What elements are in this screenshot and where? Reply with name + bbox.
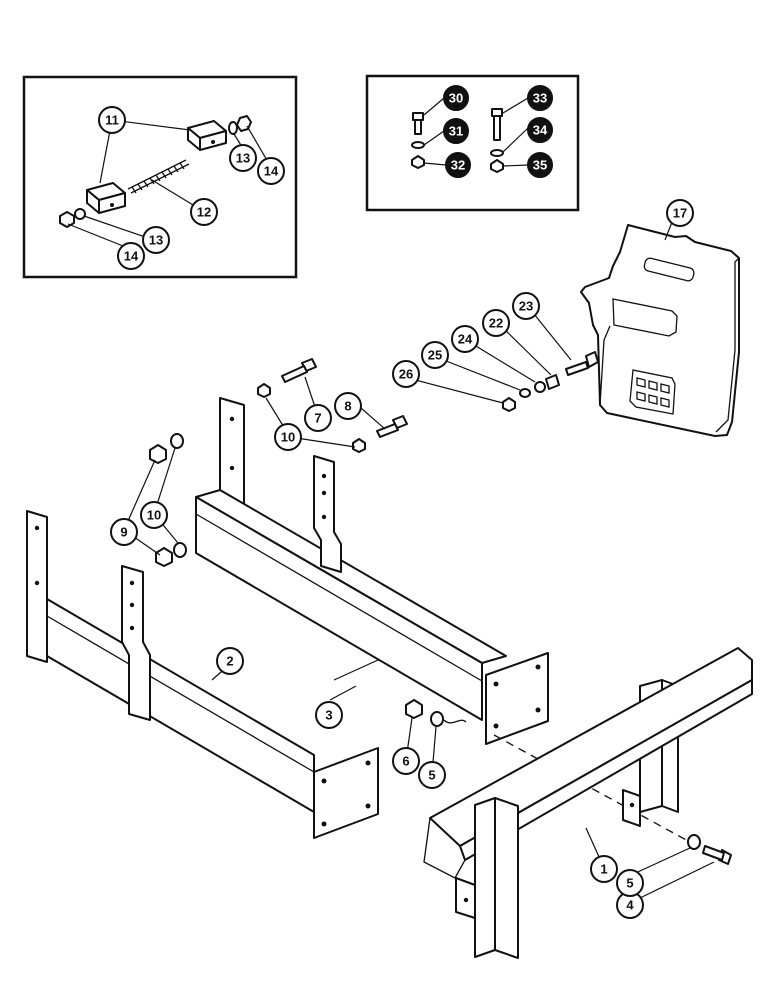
callout-26-label: 26 (399, 367, 413, 382)
callout-35-label: 35 (533, 158, 547, 173)
part-11-block-lower (86, 182, 126, 214)
callout-23: 23 (512, 292, 540, 320)
callout-34-label: 34 (533, 123, 548, 138)
callout-35: 35 (527, 152, 553, 178)
callout-1-label: 1 (600, 862, 607, 877)
callout-10-upper-label: 10 (281, 430, 295, 445)
callout-5-lower-label: 5 (626, 876, 633, 891)
callout-33-label: 33 (533, 91, 547, 106)
part-31-washer (411, 141, 425, 149)
callout-5-middle: 5 (418, 761, 446, 789)
callout-14-lower: 14 (117, 242, 145, 270)
lower-bolt-set (211, 663, 732, 899)
callout-6: 6 (392, 747, 420, 775)
callout-12: 12 (190, 198, 218, 226)
callout-17-leader (664, 221, 673, 241)
callout-26: 26 (392, 360, 420, 388)
callout-10-left-label: 10 (147, 508, 161, 523)
callout-31-label: 31 (449, 124, 463, 139)
callout-17-label: 17 (673, 206, 687, 221)
callout-10-left: 10 (140, 501, 168, 529)
callout-2: 2 (216, 647, 244, 675)
callout-32-label: 32 (451, 158, 465, 173)
part-3-beam-upper (195, 397, 549, 745)
part-11-block-upper (187, 120, 227, 151)
part-30-bolt (412, 112, 424, 135)
callout-14-upper: 14 (257, 157, 285, 185)
callout-5-lower: 5 (616, 869, 644, 897)
callout-11: 11 (98, 106, 126, 134)
part-23-bolt (565, 351, 599, 376)
part-2-beam-lower (26, 510, 379, 839)
callout-7-label: 7 (314, 411, 321, 426)
part-33-bolt (491, 108, 503, 141)
callout-9-label: 9 (120, 525, 127, 540)
callout-1: 1 (590, 855, 618, 883)
part-24-washer (534, 381, 546, 393)
callout-12-label: 12 (197, 205, 211, 220)
part-7-bolt (281, 358, 317, 383)
callout-33: 33 (527, 85, 553, 111)
callout-2-label: 2 (226, 654, 233, 669)
callout-34: 34 (527, 117, 553, 143)
callout-13-lower: 13 (142, 226, 170, 254)
part-26-nut (502, 397, 516, 412)
callout-31: 31 (443, 118, 469, 144)
callout-30-label: 30 (449, 91, 463, 106)
callout-17: 17 (666, 199, 694, 227)
lower-washer-nut-set (59, 208, 86, 228)
part-4-bolt (702, 845, 732, 865)
callout-3-label: 3 (325, 708, 332, 723)
upper-bolt-set (257, 358, 408, 453)
callout-30: 30 (443, 85, 469, 111)
part-35-nut (490, 159, 504, 173)
callout-6-label: 6 (402, 754, 409, 769)
case-logo (629, 369, 676, 415)
callout-8: 8 (334, 392, 362, 420)
callout-22: 22 (482, 309, 510, 337)
callout-10-upper: 10 (274, 423, 302, 451)
callout-11-label: 11 (105, 113, 119, 128)
callout-22-label: 22 (489, 316, 503, 331)
callout-14-upper-label: 14 (264, 164, 279, 179)
part-17-suitcase-weight (580, 224, 740, 437)
left-nut-set (123, 433, 187, 567)
part-5-washer-lower (687, 834, 701, 850)
callout-3: 3 (315, 701, 343, 729)
callout-32: 32 (445, 152, 471, 178)
callout-24: 24 (451, 325, 479, 353)
callout-23-label: 23 (519, 299, 533, 314)
part-34-washer (490, 149, 504, 157)
part-12-threaded-stud (127, 159, 190, 194)
part-8-bolt (376, 415, 408, 438)
callout-25: 25 (421, 341, 449, 369)
callout-13-upper-label: 13 (236, 151, 250, 166)
part-10-nut-upper (257, 383, 271, 398)
part-10-nut-lower (352, 438, 366, 453)
callout-24-label: 24 (458, 332, 473, 347)
part-25-washer (519, 388, 531, 398)
part-32-nut (411, 155, 425, 169)
callout-5-middle-label: 5 (428, 768, 435, 783)
callout-13-lower-label: 13 (149, 233, 163, 248)
callout-14-lower-label: 14 (124, 249, 139, 264)
callout-25-label: 25 (428, 348, 442, 363)
callout-8-label: 8 (344, 399, 351, 414)
callout-13-upper: 13 (229, 144, 257, 172)
weight-hardware-set (403, 308, 599, 412)
part-22-clamp-plate (545, 374, 560, 390)
callout-4-label: 4 (626, 898, 634, 913)
part-1-front-bumper (423, 647, 753, 959)
callout-7: 7 (304, 404, 332, 432)
callout-9: 9 (110, 518, 138, 546)
